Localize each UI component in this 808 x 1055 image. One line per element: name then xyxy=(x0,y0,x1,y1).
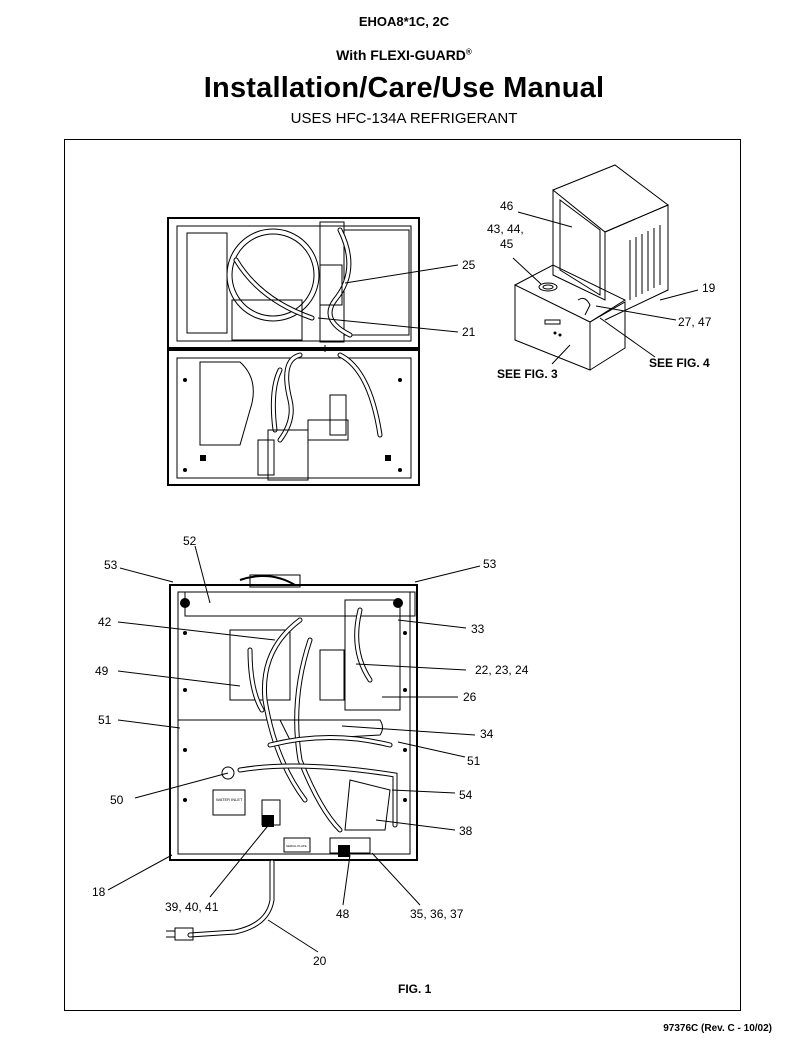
leader-20 xyxy=(267,919,319,953)
see-fig-4: SEE FIG. 4 xyxy=(649,356,710,370)
leader-42 xyxy=(117,621,276,641)
callout-18: 18 xyxy=(92,885,106,899)
leader-49 xyxy=(117,670,241,687)
leader-34 xyxy=(341,725,476,736)
callout-21: 21 xyxy=(462,325,476,339)
leader-53-left xyxy=(119,567,174,583)
top-view-drawing xyxy=(167,217,420,486)
manual-title: Installation/Care/Use Manual xyxy=(203,72,605,104)
leader-25 xyxy=(344,264,459,284)
callout-43-44: 43, 44, xyxy=(487,222,524,236)
callout-27-47: 27, 47 xyxy=(678,315,712,329)
figure-frame xyxy=(64,139,741,1011)
leader-51-left xyxy=(117,719,181,729)
callout-49: 49 xyxy=(95,664,109,678)
callout-52: 52 xyxy=(183,534,197,548)
leader-43 xyxy=(512,257,542,285)
leader-50 xyxy=(134,772,229,799)
leader-18 xyxy=(107,854,173,891)
flexi-guard-line: With FLEXI-GUARD® xyxy=(0,47,808,63)
callout-48: 48 xyxy=(336,907,350,921)
leader-22 xyxy=(355,663,467,671)
callout-25: 25 xyxy=(462,258,476,272)
refrigerant-note: USES HFC-134A REFRIGERANT xyxy=(290,110,518,127)
callout-51-left: 51 xyxy=(98,713,112,727)
leader-54 xyxy=(391,789,456,794)
callout-19: 19 xyxy=(702,281,716,295)
leader-38 xyxy=(375,819,456,831)
water-inlet-decal: WATER INLET xyxy=(216,797,243,802)
callout-53-right: 53 xyxy=(483,557,497,571)
callout-54: 54 xyxy=(459,788,473,802)
cabinet-isometric-drawing xyxy=(513,164,669,371)
callout-22-23-24: 22, 23, 24 xyxy=(475,663,529,677)
callout-20: 20 xyxy=(313,954,327,968)
leader-33 xyxy=(397,619,467,629)
document-revision: 97376C (Rev. C - 10/02) xyxy=(663,1023,772,1034)
leader-39 xyxy=(209,821,272,898)
callout-50: 50 xyxy=(110,793,124,807)
leader-51-right xyxy=(397,741,466,758)
callout-45: 45 xyxy=(500,237,514,251)
callout-46: 46 xyxy=(500,199,514,213)
leader-fig4 xyxy=(599,317,656,358)
leader-35 xyxy=(371,852,421,906)
leader-52 xyxy=(194,545,211,604)
callout-39-40-41: 39, 40, 41 xyxy=(165,900,219,914)
leader-fig3 xyxy=(551,344,571,365)
registered-mark: ® xyxy=(465,47,472,57)
leader-46 xyxy=(517,211,573,228)
leader-21 xyxy=(317,317,459,333)
leader-48 xyxy=(342,854,351,906)
callout-42: 42 xyxy=(98,615,112,629)
flexi-guard-text: With FLEXI-GUARD xyxy=(336,47,466,63)
callout-33: 33 xyxy=(471,622,485,636)
callout-35-36-37: 35, 36, 37 xyxy=(410,907,464,921)
figure-label: FIG. 1 xyxy=(398,982,432,996)
model-number: EHOA8*1C, 2C xyxy=(358,14,450,29)
callout-53-left: 53 xyxy=(104,558,118,572)
see-fig-3: SEE FIG. 3 xyxy=(497,367,558,381)
leader-27 xyxy=(595,305,677,321)
callout-51-right: 51 xyxy=(467,754,481,768)
callout-26: 26 xyxy=(463,690,477,704)
serial-plate-label: SERIAL PLATE xyxy=(286,844,307,848)
leader-53-right xyxy=(414,565,481,583)
callout-38: 38 xyxy=(459,824,473,838)
front-view-drawing: WATER INLET SERIAL PLATE xyxy=(166,574,418,941)
callout-34: 34 xyxy=(480,727,494,741)
leader-19 xyxy=(659,289,699,301)
